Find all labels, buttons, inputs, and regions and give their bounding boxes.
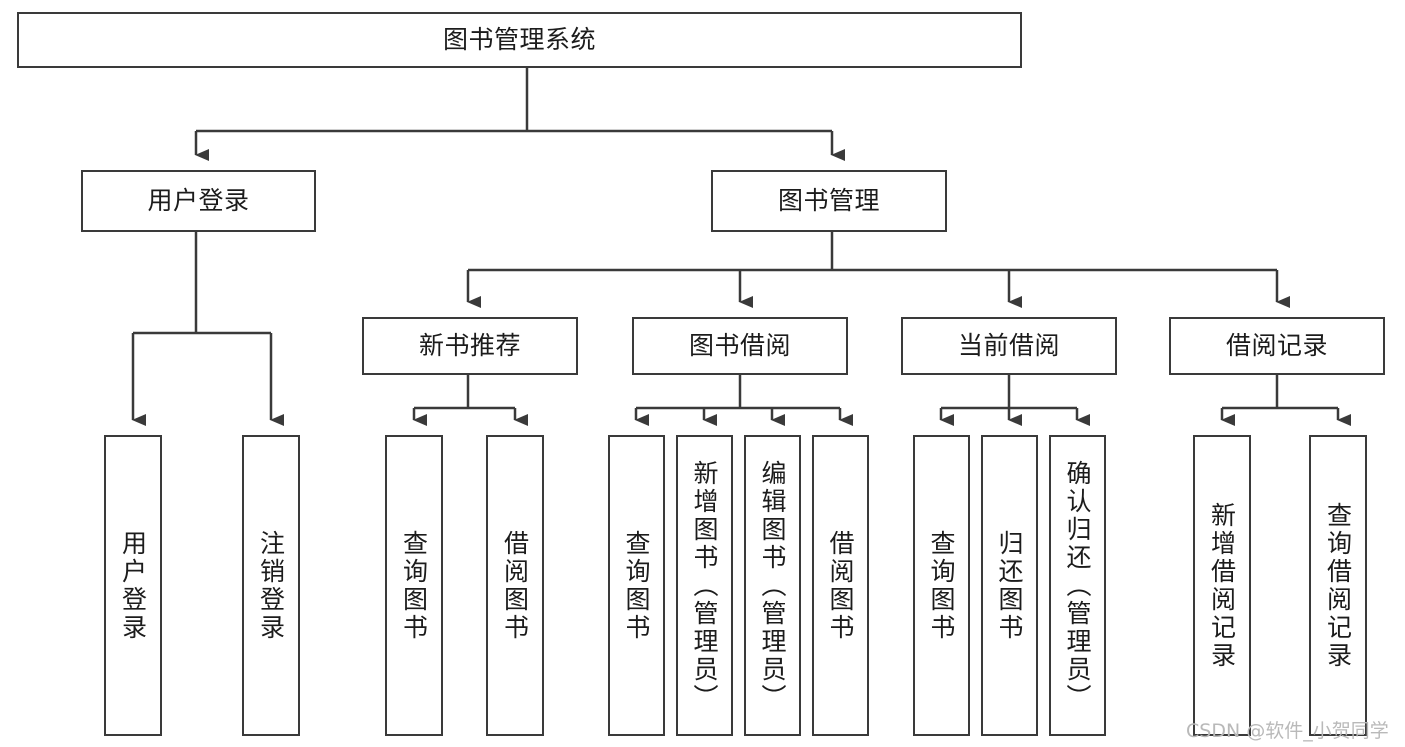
node-leaf-add-borrow-record-label: 新增借阅记录 — [1207, 502, 1237, 670]
node-leaf-logout-login-label: 注销登录 — [256, 530, 286, 642]
node-root-label: 图书管理系统 — [442, 25, 596, 54]
node-book-borrow-label: 图书借阅 — [688, 331, 791, 360]
node-leaf-edit-book-admin-label: 编辑图书（管理员） — [758, 460, 787, 712]
node-leaf-add-borrow-record[interactable]: 新增借阅记录 — [1193, 435, 1251, 736]
node-new-book-recommend-label: 新书推荐 — [418, 331, 521, 360]
node-leaf-query-book-2-label: 查询图书 — [622, 530, 651, 642]
node-leaf-query-book-3-label: 查询图书 — [927, 530, 956, 642]
node-leaf-query-book-3[interactable]: 查询图书 — [913, 435, 970, 736]
node-borrow-record[interactable]: 借阅记录 — [1169, 317, 1385, 375]
node-leaf-borrow-book-1[interactable]: 借阅图书 — [486, 435, 544, 736]
node-leaf-query-borrow-record-label: 查询借阅记录 — [1323, 502, 1353, 670]
node-leaf-confirm-return-admin[interactable]: 确认归还（管理员） — [1049, 435, 1106, 736]
node-leaf-query-borrow-record[interactable]: 查询借阅记录 — [1309, 435, 1367, 736]
node-leaf-add-book-admin-label: 新增图书（管理员） — [690, 460, 719, 712]
node-root[interactable]: 图书管理系统 — [17, 12, 1022, 68]
node-user-login[interactable]: 用户登录 — [81, 170, 316, 232]
csdn-watermark: CSDN @软件_小贺同学 — [1186, 720, 1389, 742]
node-leaf-query-book-1-label: 查询图书 — [399, 530, 429, 642]
node-leaf-borrow-book-1-label: 借阅图书 — [500, 530, 530, 642]
node-new-book-recommend[interactable]: 新书推荐 — [362, 317, 578, 375]
node-leaf-query-book-1[interactable]: 查询图书 — [385, 435, 443, 736]
node-leaf-borrow-book-2[interactable]: 借阅图书 — [812, 435, 869, 736]
node-leaf-confirm-return-admin-label: 确认归还（管理员） — [1063, 460, 1092, 712]
node-leaf-edit-book-admin[interactable]: 编辑图书（管理员） — [744, 435, 801, 736]
node-borrow-record-label: 借阅记录 — [1225, 331, 1328, 360]
node-book-borrow[interactable]: 图书借阅 — [632, 317, 848, 375]
node-leaf-add-book-admin[interactable]: 新增图书（管理员） — [676, 435, 733, 736]
node-leaf-borrow-book-2-label: 借阅图书 — [826, 530, 855, 642]
node-user-login-label: 用户登录 — [147, 186, 250, 215]
node-leaf-user-login[interactable]: 用户登录 — [104, 435, 162, 736]
node-book-management-label: 图书管理 — [777, 186, 880, 215]
node-leaf-user-login-label: 用户登录 — [118, 530, 148, 642]
node-current-borrow-label: 当前借阅 — [957, 331, 1060, 360]
node-leaf-query-book-2[interactable]: 查询图书 — [608, 435, 665, 736]
node-current-borrow[interactable]: 当前借阅 — [901, 317, 1117, 375]
node-leaf-return-book[interactable]: 归还图书 — [981, 435, 1038, 736]
node-leaf-return-book-label: 归还图书 — [995, 530, 1024, 642]
node-book-management[interactable]: 图书管理 — [711, 170, 947, 232]
node-leaf-logout-login[interactable]: 注销登录 — [242, 435, 300, 736]
